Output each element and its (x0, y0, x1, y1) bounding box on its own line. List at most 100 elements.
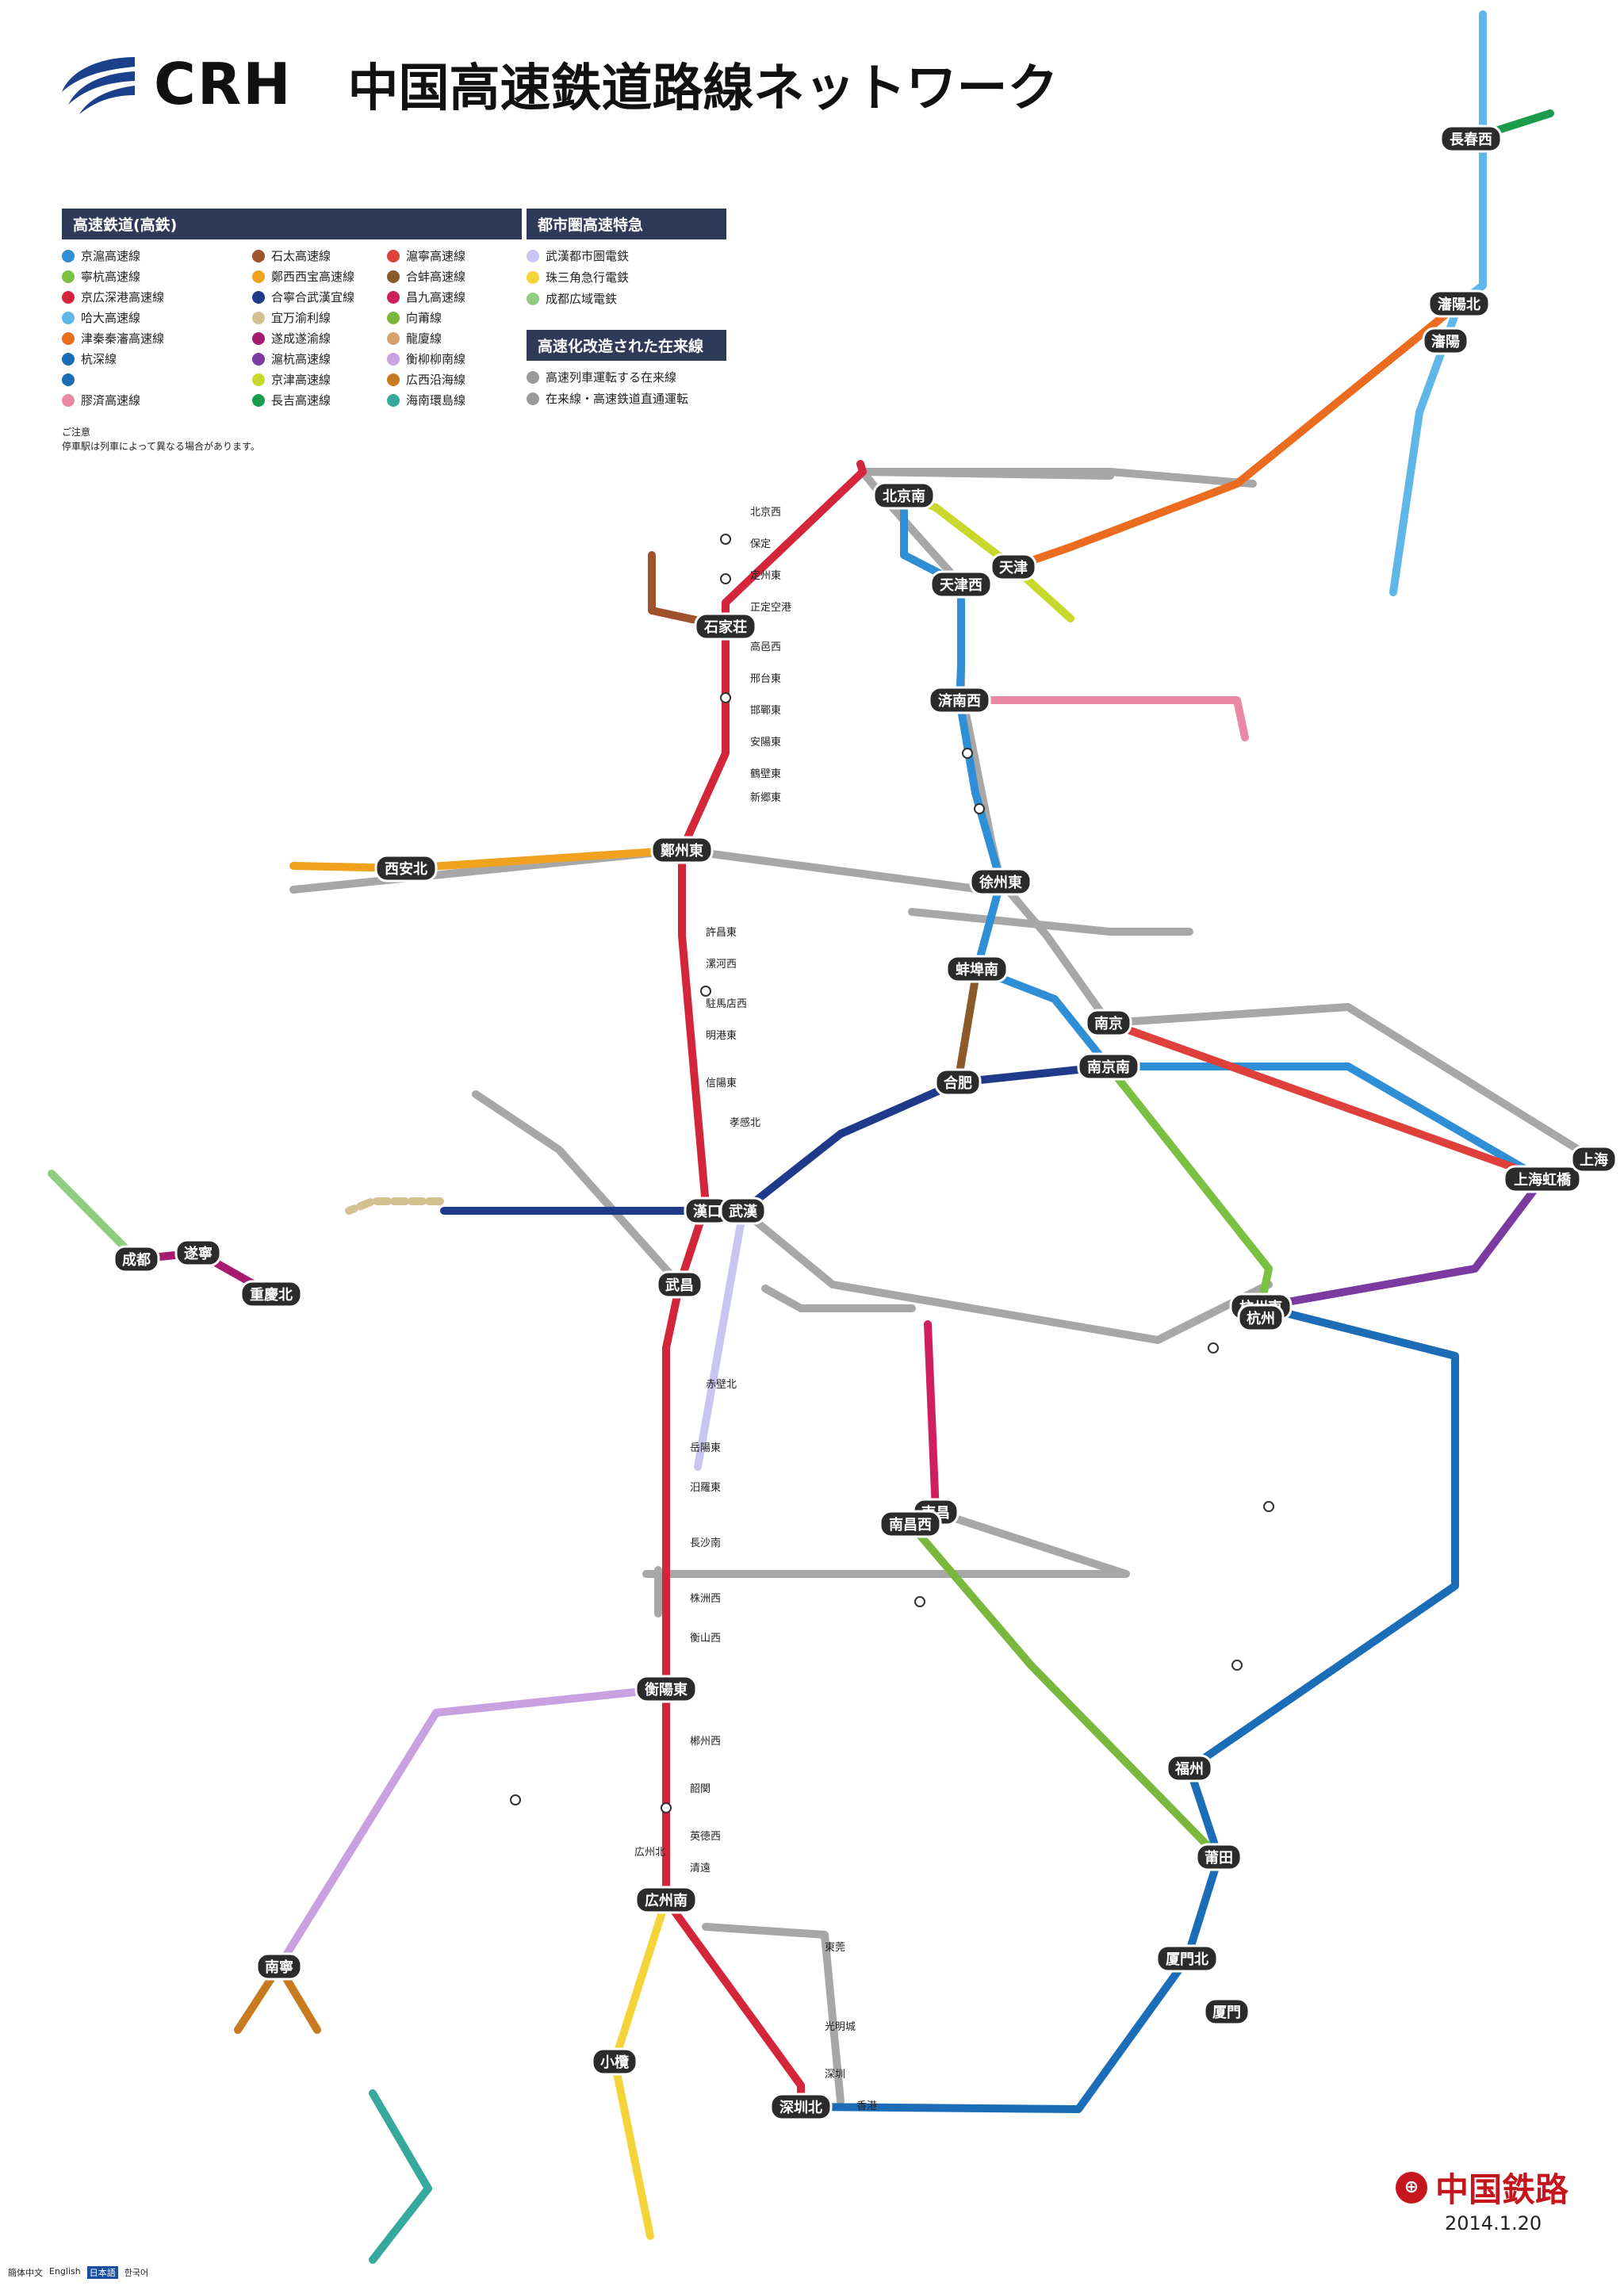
hub-label: 莆田 (1205, 1850, 1233, 1867)
legend-hsr-item: 京広深港高速線 (62, 289, 252, 305)
legend-label: 合寧合武漢宜線 (271, 290, 355, 304)
legend-hsr-item: 衡柳柳南線 (387, 350, 522, 367)
legend-label: 在来線・高速鉄道直通運転 (546, 392, 689, 406)
hub-station: 南京南 (1077, 1052, 1140, 1081)
rail-line (761, 1285, 916, 1312)
legend-hsr-item: 遂成遂渝線 (252, 330, 387, 347)
station-label: 広州北 (634, 1847, 665, 1859)
line-color-dot-icon (252, 352, 265, 366)
hub-station: 衡陽東 (634, 1675, 698, 1703)
line-color-dot-icon (387, 393, 400, 407)
station-label: 東莞 (825, 1941, 845, 1954)
rail-line (739, 1207, 1273, 1344)
line-color-dot-icon (62, 249, 75, 262)
station-label: 深圳 (825, 2069, 845, 2081)
hub-station: 瀋陽 (1422, 327, 1469, 355)
hub-marker (1195, 1843, 1243, 1871)
legend-label: 遂成遂渝線 (271, 331, 331, 346)
station-markers: 北京西保定定州東正定空港高邑西邢台東邯鄲東安陽東鶴壁東新郷東許昌東漯河西駐馬店西… (510, 507, 1274, 2112)
hub-marker (174, 1239, 222, 1267)
line-color-dot-icon (62, 373, 75, 386)
notes-title: ご注意 (62, 427, 91, 438)
legend-label: 哈大高速線 (81, 311, 141, 325)
hub-marker (374, 854, 438, 883)
legend-hsr-heading: 高速鉄道(高鉄) (62, 209, 522, 239)
station-label: 孝感北 (730, 1116, 760, 1129)
legend-upgraded-item: 在来線・高速鉄道直通運転 (527, 390, 726, 407)
notes-text: 停車駅は列車によって異なる場合があります。 (62, 441, 260, 452)
language-selector: 簡体中文 English 日本語 한국어 (8, 2266, 148, 2279)
line-color-dot-icon (62, 352, 75, 366)
hub-marker (879, 1510, 942, 1538)
station-marker (974, 803, 985, 814)
legend-upgraded-heading: 高速化改造された在来線 (527, 330, 726, 361)
line-color-dot-icon (252, 393, 265, 407)
line-color-dot-icon (527, 270, 539, 284)
hub-marker (1166, 1754, 1213, 1782)
legend-label: 石太高速線 (271, 249, 331, 263)
language-option[interactable]: 日本語 (86, 2266, 118, 2279)
legend-label: 昌九高速線 (406, 290, 466, 304)
hub-station: 西安北 (374, 854, 438, 883)
hub-label: 武昌 (665, 1277, 694, 1294)
hub-marker (719, 1197, 767, 1225)
station-marker (914, 1596, 925, 1607)
legend-hsr-item: 向莆線 (387, 309, 522, 326)
rail-line (472, 1090, 684, 1289)
station-label: 株洲西 (690, 1593, 721, 1605)
legend-upgraded-list: 高速列車運転する在来線在来線・高速鉄道直通運転 (527, 369, 726, 407)
station-label: 漯河西 (706, 959, 737, 971)
hub-label: 厦門 (1212, 2005, 1241, 2021)
legend-label: 衡柳柳南線 (406, 352, 466, 366)
hub-station: 広州南 (634, 1886, 698, 1914)
line-color-dot-icon (387, 331, 400, 345)
language-option[interactable]: 簡体中文 (8, 2268, 43, 2278)
hub-label: 鄭州東 (661, 842, 703, 860)
hub-marker (1237, 1304, 1285, 1332)
hub-marker (1077, 1052, 1140, 1081)
hub-marker (650, 836, 714, 864)
legend-label: 龍廈線 (406, 331, 442, 346)
legend-label: 海南環島線 (406, 393, 466, 408)
hub-stations: 北京南天津天津西石家荘済南西鄭州東西安北徐州東蚌埠南南京南京南合肥上海虹橋上海杭… (113, 124, 1618, 2121)
hub-station: 武漢 (719, 1197, 767, 1225)
legend-hsr-item: 石太高速線 (252, 247, 387, 264)
hub-label: 瀋陽北 (1438, 296, 1480, 313)
hub-label: 深圳北 (779, 2099, 822, 2116)
notes: ご注意 停車駅は列車によって異なる場合があります。 (62, 425, 260, 454)
station-label: 定州東 (750, 569, 781, 582)
hub-marker (591, 2047, 638, 2076)
hub-label: 長春西 (1450, 131, 1492, 148)
legend-label: 向莆線 (406, 311, 442, 325)
line-color-dot-icon (62, 311, 75, 324)
hub-label: 天津西 (940, 576, 982, 594)
legend-hsr-item: 京滬高速線 (62, 247, 252, 264)
hub-label: 漢口 (693, 1203, 722, 1220)
legend-label: 鄭西西宝高速線 (271, 270, 355, 284)
hub-station: 天津西 (929, 570, 993, 599)
hub-label: 南寧 (265, 1959, 293, 1976)
line-color-dot-icon (387, 290, 400, 304)
legend-hsr-item: 杭深線 (62, 350, 252, 367)
hub-label: 厦門北 (1166, 1951, 1208, 1968)
language-option[interactable]: 한국어 (124, 2268, 149, 2278)
language-option[interactable]: English (49, 2266, 81, 2276)
legend-label: 津秦秦瀋高速線 (81, 331, 165, 346)
rail-line (694, 1207, 747, 1471)
legend-hsr-item: 広西沿海線 (387, 371, 522, 388)
hub-station: 上海虹橋 (1503, 1165, 1582, 1193)
hub-station: 天津 (990, 553, 1037, 581)
station-label: 郴州西 (690, 1736, 721, 1748)
station-label: 邯鄲東 (750, 704, 781, 717)
station-label: 英徳西 (690, 1831, 721, 1843)
hub-marker (990, 553, 1037, 581)
station-label: 邢台東 (750, 672, 781, 685)
station-label: 香港 (856, 2100, 877, 2112)
station-label: 赤壁北 (706, 1379, 737, 1391)
rail-line (859, 468, 1257, 488)
legend-hsr-item: 滬寧高速線 (387, 247, 522, 264)
legend-label: 滬寧高速線 (406, 249, 466, 263)
rail-line (956, 696, 1249, 741)
hub-marker (945, 955, 1009, 983)
hub-marker (255, 1952, 303, 1981)
